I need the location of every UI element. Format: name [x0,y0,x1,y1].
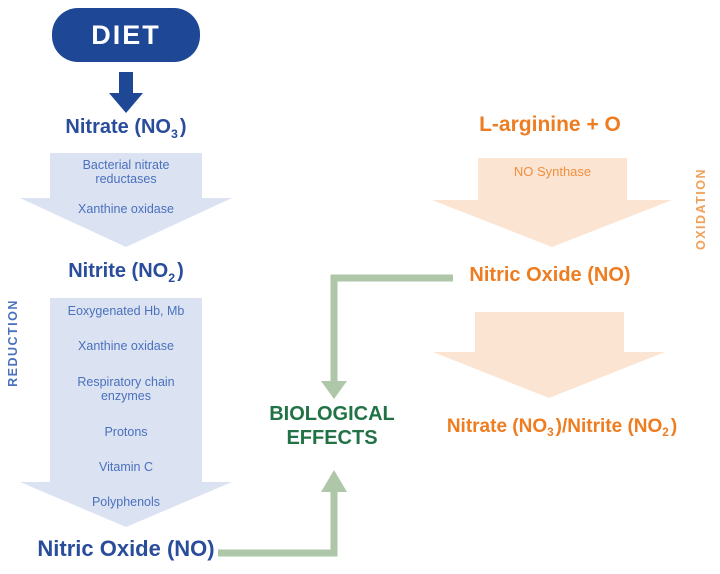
reduction-arrow-2-items: Eoxygenated Hb, Mb Xanthine oxidase Resp… [50,304,202,510]
nitric-oxide-left-label: Nitric Oxide (NO) [37,536,215,561]
product-part: Nitrate (NO [446,416,548,437]
enzyme-item: Bacterial nitrate reductases [82,158,170,187]
nitrate-label-post: ) [179,116,187,138]
no-synthase-label: NO Synthase [513,164,592,179]
nitrite-label: Nitrite (NO2) [28,260,224,285]
green-connector-bottom-arrowhead-icon [321,470,347,492]
product-sub: 3 [547,426,554,440]
diet-down-arrow [109,72,143,113]
reductant-item: Vitamin C [99,459,153,474]
product-part: )/Nitrite (NO [555,416,663,437]
nitrite-label-pre: Nitrite (NO [68,260,169,282]
reductant-item: Xanthine oxidase [78,339,174,354]
nitrite-label-post: ) [177,260,184,282]
oxidation-arrow-2-shape [433,312,665,398]
biological-effects-label: BIOLOGICAL EFFECTS [252,403,412,450]
enzyme-item: Xanthine oxidase [78,201,174,216]
nitrite-label-sub: 2 [168,270,176,285]
oxidation-side-label: OXIDATION [694,167,708,251]
l-arginine-label: L-arginine + O [479,113,621,136]
oxidation-arrow-1-shape [432,158,672,247]
biological-effects-line2: EFFECTS [286,426,378,449]
biological-effects-line1: BIOLOGICAL [269,403,395,425]
reduction-arrow-2-shape [20,298,232,527]
reduction-arrow-1-items: Bacterial nitrate reductases Xanthine ox… [50,158,202,216]
reduction-arrow-1-shape [20,153,232,247]
green-connector-top [330,274,453,383]
nitric-oxide-right-label: Nitric Oxide (NO) [469,264,631,286]
nitrate-label: Nitrate (NO3) [28,116,224,141]
reductant-item: Eoxygenated Hb, Mb [67,304,185,318]
green-connector-top-arrowhead-icon [321,381,347,399]
product-part: ) [670,416,678,437]
nitrate-label-pre: Nitrate (NO [65,116,171,138]
product-sub: 2 [662,426,669,440]
diet-box: DIET [52,8,200,62]
nitrate-label-sub: 3 [171,126,178,141]
reductant-item: Protons [104,424,148,439]
green-connector-bottom [218,490,338,557]
reductant-item: Respiratory chain enzymes [77,374,175,404]
reductant-item: Polyphenols [91,495,161,510]
reduction-side-label: REDUCTION [6,299,20,387]
nitrate-nitrite-product-label: Nitrate (NO3)/Nitrite (NO2) [416,416,708,440]
